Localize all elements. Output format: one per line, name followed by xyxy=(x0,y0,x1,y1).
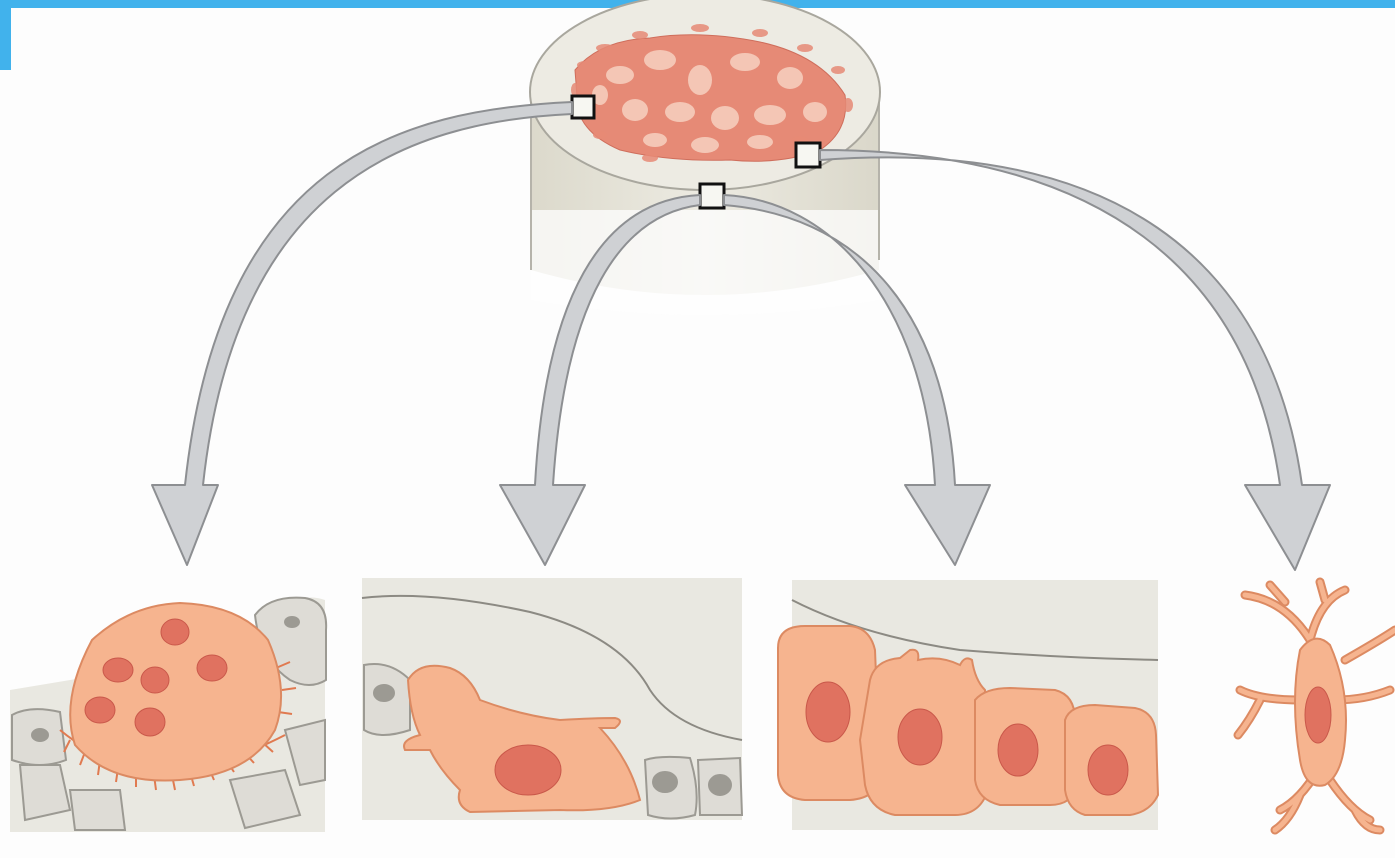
osteoblast-panel xyxy=(778,580,1158,830)
arrow-to-osteocyte xyxy=(820,150,1330,570)
osteocyte-panel xyxy=(1238,582,1395,830)
sample-marker-osteocyte xyxy=(796,143,820,167)
osteogenic-nucleus xyxy=(495,745,561,795)
sample-marker-osteogenic xyxy=(700,184,724,208)
osteogenic-panel xyxy=(362,578,742,820)
sample-marker-osteoclast xyxy=(572,96,594,118)
osteoclast-panel xyxy=(10,598,326,833)
caption-row xyxy=(0,834,1395,858)
osteocyte-nucleus xyxy=(1305,687,1331,743)
